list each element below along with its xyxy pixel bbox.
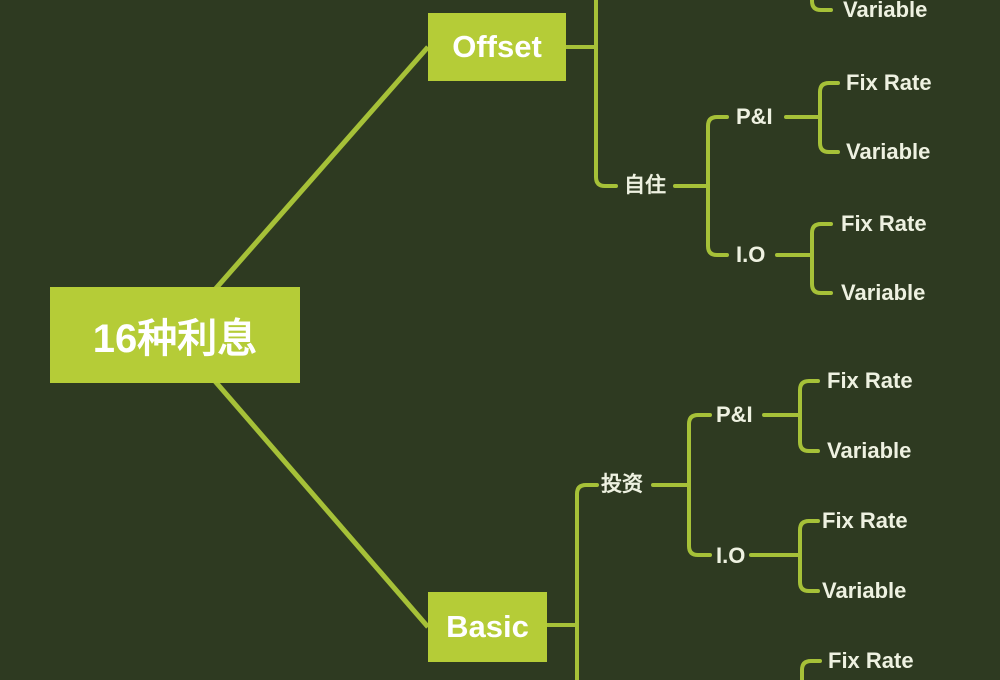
leaf-variable-owner-pi[interactable]: Variable (846, 139, 931, 164)
io-label-investment[interactable]: I.O (716, 543, 746, 568)
edge-pi2-children-bracket (798, 379, 820, 453)
leaf-variable-owner-io[interactable]: Variable (841, 280, 926, 305)
edge-root-basic (173, 333, 430, 629)
edge-io2-children-bracket (798, 519, 820, 593)
edge-io1-children-bracket (810, 222, 833, 295)
leaf-fix-rate-owner-io[interactable]: Fix Rate (841, 211, 927, 236)
clipped-leaf-bottom-fix-rate[interactable]: Fix Rate (828, 648, 914, 673)
leaf-variable-investment-pi[interactable]: Variable (827, 438, 912, 463)
io-label-owner-occupied[interactable]: I.O (736, 242, 766, 267)
leaf-variable-investment-io[interactable]: Variable (822, 578, 907, 603)
edge-basic-trunk (575, 483, 599, 680)
clipped-leaf-top-variable[interactable]: Variable (843, 0, 928, 22)
pi-label-owner-occupied[interactable]: P&I (736, 104, 773, 129)
offset-topic[interactable]: Offset (428, 13, 566, 81)
leaf-fix-rate-investment-pi[interactable]: Fix Rate (827, 368, 913, 393)
root-topic[interactable]: 16种利息 (50, 287, 300, 383)
edge-offset-trunk (594, 0, 618, 188)
edge-clipped-bottom-bracket (800, 659, 822, 680)
leaf-fix-rate-owner-pi[interactable]: Fix Rate (846, 70, 932, 95)
pi-label-investment[interactable]: P&I (716, 402, 753, 427)
basic-topic[interactable]: Basic (428, 592, 547, 662)
edge-touzi-children-bracket (687, 413, 712, 557)
edge-clipped-top-bracket (810, 0, 833, 12)
leaf-fix-rate-investment-io[interactable]: Fix Rate (822, 508, 908, 533)
branch-label-investment[interactable]: 投资 (601, 473, 643, 496)
branch-label-owner-occupied[interactable]: 自住 (624, 174, 666, 197)
edge-pi1-children-bracket (818, 81, 840, 154)
edge-zizhu-children-bracket (706, 115, 729, 257)
